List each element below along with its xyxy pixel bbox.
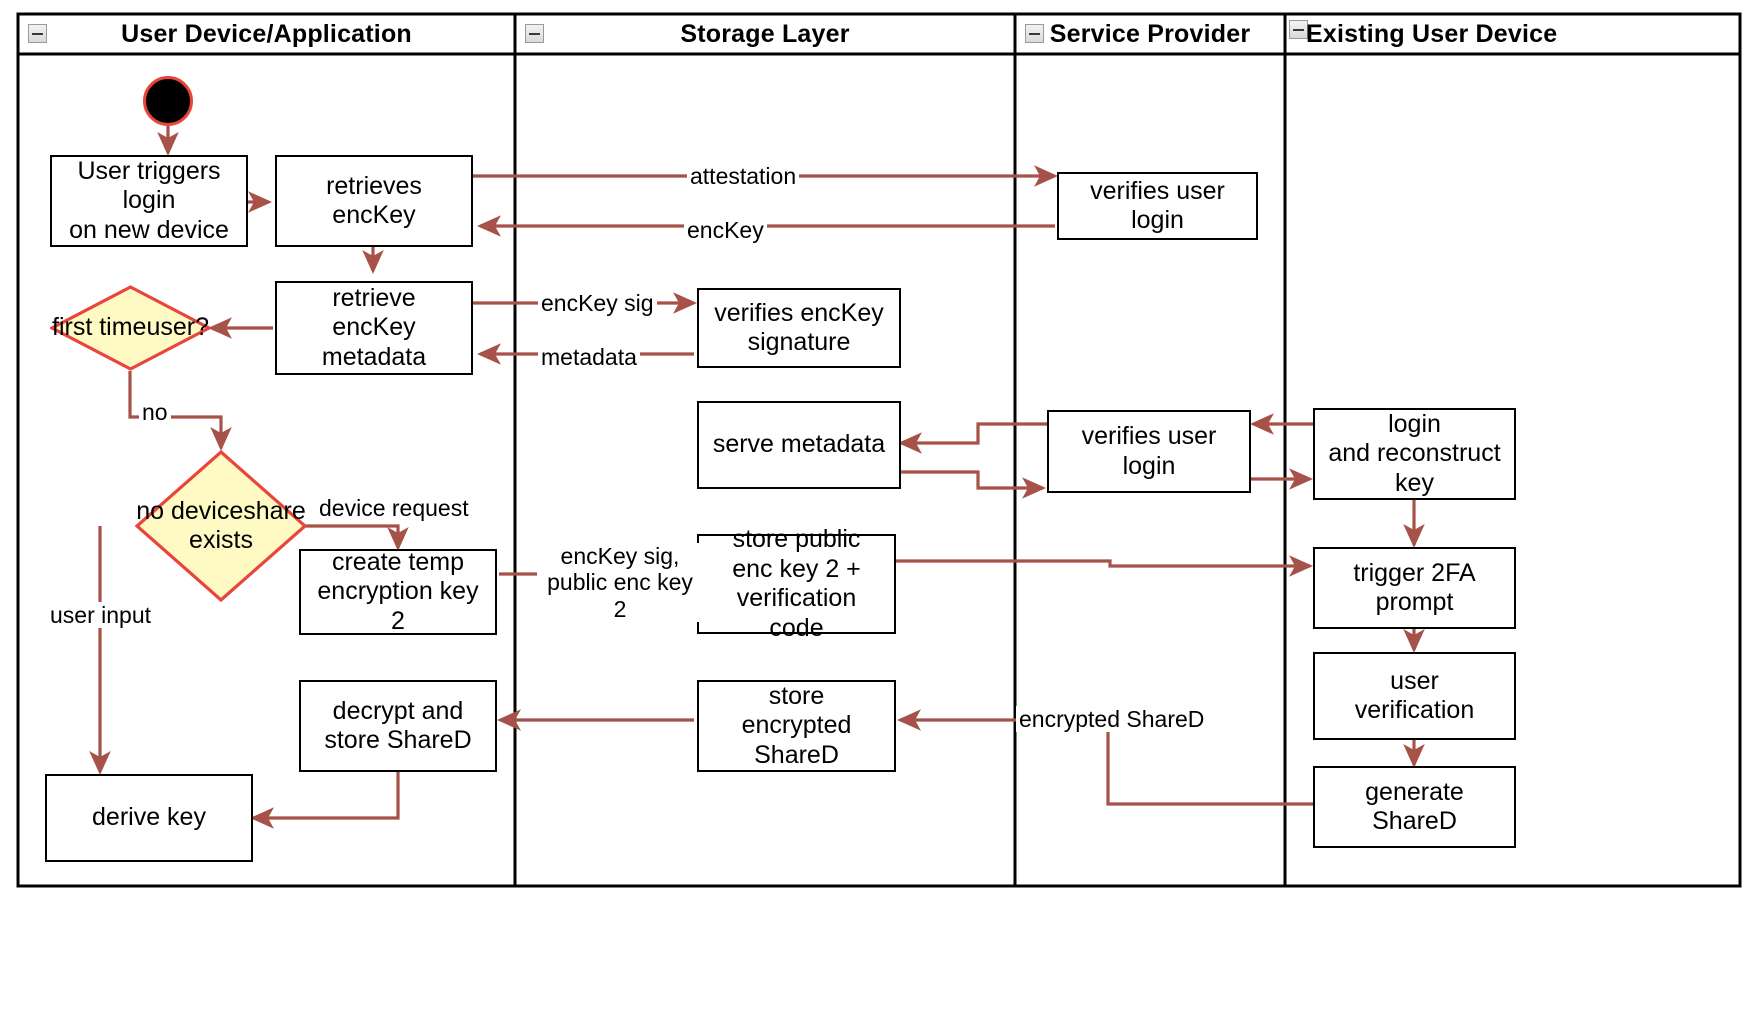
edge-storepublic-to-2fa xyxy=(896,555,1313,577)
node-trigger-2fa-prompt[interactable]: trigger 2FA prompt xyxy=(1313,547,1516,629)
node-line-1: trigger 2FA prompt xyxy=(1353,558,1476,617)
node-line-1: verifies user login xyxy=(1090,176,1225,235)
diamond-shape xyxy=(135,450,307,602)
node-line-2: ShareD xyxy=(754,740,839,769)
edge-servemetadata-to-verifies xyxy=(899,470,1046,499)
node-line-1: retrieve encKey xyxy=(332,283,416,342)
edge-label-no: no xyxy=(139,399,171,426)
node-line-1: user verification xyxy=(1354,666,1475,725)
node-line-1: store public xyxy=(732,525,861,553)
edge-label-line-1: encKey sig, xyxy=(560,543,680,569)
lane-header-user-device: User Device/Application xyxy=(121,19,412,48)
node-line-1: no device xyxy=(136,496,244,525)
node-line-1: store encrypted xyxy=(741,681,852,740)
node-line-1: User triggers login xyxy=(77,156,221,215)
edge-no-branch xyxy=(128,371,232,451)
node-line-1: login xyxy=(1388,409,1441,438)
node-line-1: derive key xyxy=(92,803,206,832)
edge-label-device-request: device request xyxy=(316,495,472,522)
node-generate-shared[interactable]: generate ShareD xyxy=(1313,766,1516,848)
node-line-1: verifies encKey xyxy=(714,298,884,327)
edge-verifies-to-servemetadata xyxy=(898,422,1047,454)
node-line-2: encKey xyxy=(332,201,416,229)
initial-node xyxy=(143,76,193,126)
node-line-2: signature xyxy=(747,328,851,356)
edge-decrypt-to-derive xyxy=(250,772,400,829)
node-user-verification[interactable]: user verification xyxy=(1313,652,1516,740)
node-line-2: enc key 2 + xyxy=(732,554,861,583)
node-line-3: verification code xyxy=(736,584,857,642)
node-line-1: generate ShareD xyxy=(1365,777,1464,836)
node-derive-key[interactable]: derive key xyxy=(45,774,253,862)
edge-label-encrypted-shared: encrypted ShareD xyxy=(1016,706,1208,733)
node-line-1: decrypt and xyxy=(332,696,464,725)
edge-label-attestation: attestation xyxy=(687,163,800,190)
edge-encrypted-shared xyxy=(897,709,1313,806)
node-line-2: on new device xyxy=(69,215,229,244)
edge-label-enckey: encKey xyxy=(684,217,767,244)
edge-label-enckey-sig-public-enc-key: encKey sig, public enc key 2 xyxy=(537,543,703,623)
collapse-icon-lane-existing-user-device[interactable] xyxy=(1289,20,1308,39)
node-line-1: serve metadata xyxy=(712,430,886,459)
lane-header-storage-layer: Storage Layer xyxy=(680,19,850,48)
collapse-icon-lane-service-provider[interactable] xyxy=(1025,24,1044,43)
lane-header-existing-user-device: Existing User Device xyxy=(1306,19,1558,48)
swimlane-frame xyxy=(16,12,1742,888)
node-line-2: and reconstruct key xyxy=(1328,439,1501,497)
lane-header-service-provider: Service Provider xyxy=(1049,19,1251,48)
edge-label-metadata: metadata xyxy=(538,344,640,371)
collapse-icon-lane-user-device[interactable] xyxy=(28,24,47,43)
edge-label-user-input: user input xyxy=(47,602,155,629)
node-line-1: verifies user login xyxy=(1081,422,1217,480)
node-line-2: metadata xyxy=(321,342,427,371)
decision-first-time-user[interactable]: first timeuser? xyxy=(50,285,211,371)
node-line-2: user? xyxy=(146,313,209,342)
node-line-2: encryption key 2 xyxy=(317,577,479,635)
node-store-public-enc-key[interactable]: store public enc key 2 + verification co… xyxy=(697,525,896,642)
edge-device-request xyxy=(295,524,409,551)
node-serve-metadata[interactable]: serve metadata xyxy=(697,401,901,489)
edge-layer xyxy=(89,126,1425,829)
node-line-2: store ShareD xyxy=(324,726,472,754)
node-verifies-user-login-mid[interactable]: verifies user login xyxy=(1047,410,1251,493)
collapse-icon-lane-storage-layer[interactable] xyxy=(525,24,544,43)
node-line-1: create temp xyxy=(331,547,464,576)
diamond-shape xyxy=(50,285,211,371)
edge-label-line-2: public enc key 2 xyxy=(547,569,693,622)
node-line-1: first time xyxy=(52,313,147,342)
decision-no-device-share-exists[interactable]: no deviceshare exists xyxy=(135,450,307,602)
node-line-1: retrieves xyxy=(326,171,422,200)
node-line-2: share exists xyxy=(189,496,306,555)
edge-label-enckey-sig: encKey sig xyxy=(538,290,657,317)
node-verifies-user-login-top[interactable]: verifies user login xyxy=(1057,172,1258,240)
